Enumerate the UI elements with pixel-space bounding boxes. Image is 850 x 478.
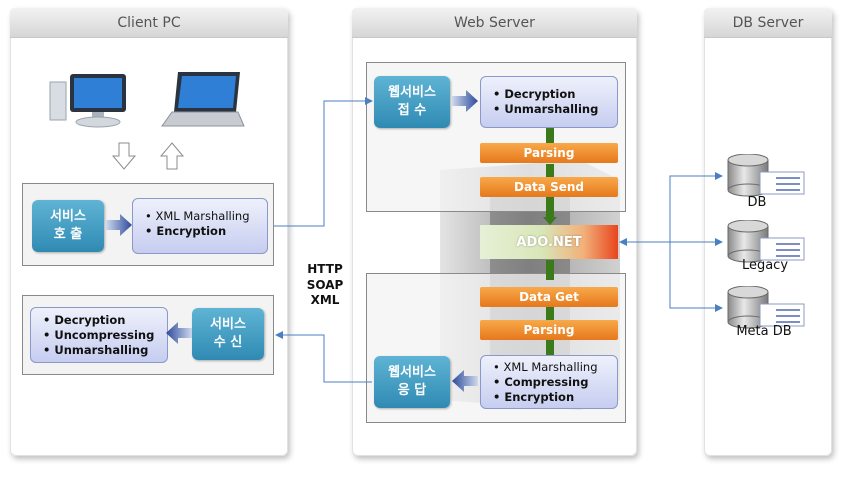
web-server-title: Web Server bbox=[352, 8, 637, 38]
right-arrow-icon bbox=[452, 90, 478, 112]
web-receive-line2: 접 수 bbox=[397, 103, 427, 118]
web-receive-item: Decryption bbox=[493, 87, 609, 102]
flow-arrow-icon bbox=[543, 217, 557, 225]
flow-arrow-icon bbox=[546, 340, 554, 356]
step-data-get: Data Get bbox=[480, 287, 618, 307]
legacy-label: Legacy bbox=[741, 258, 789, 273]
client-receive-item: Uncompressing bbox=[43, 328, 159, 343]
meta-db-label: Meta DB bbox=[736, 324, 792, 339]
response-connector bbox=[275, 331, 372, 383]
web-receive-item: Unmarshalling bbox=[493, 102, 609, 117]
web-respond-line2: 응 답 bbox=[397, 383, 427, 398]
client-receive-item: Decryption bbox=[43, 313, 159, 328]
protocol-xml: XML bbox=[310, 293, 340, 308]
web-respond-list: XML Marshalling Compressing Encryption bbox=[480, 355, 618, 409]
web-service-receive-box: 웹서비스 접 수 bbox=[374, 76, 450, 128]
request-connector bbox=[274, 97, 373, 227]
client-receive-list: Decryption Uncompressing Unmarshalling bbox=[30, 307, 168, 363]
laptop-computer-icon bbox=[161, 72, 245, 127]
web-respond-item: Compressing bbox=[493, 375, 609, 390]
down-arrow-icon bbox=[112, 142, 136, 170]
web-service-respond-box: 웹서비스 응 답 bbox=[374, 356, 450, 408]
web-respond-item: XML Marshalling bbox=[493, 360, 609, 375]
client-pc-title: Client PC bbox=[10, 8, 288, 38]
step-parsing-top: Parsing bbox=[480, 143, 618, 163]
web-receive-line1: 웹서비스 bbox=[388, 85, 436, 101]
left-arrow-icon bbox=[166, 322, 192, 344]
flow-arrow-icon bbox=[546, 128, 554, 144]
protocol-http: HTTP bbox=[307, 262, 343, 276]
web-respond-item: Encryption bbox=[493, 390, 609, 405]
protocol-label: HTTP SOAP XML bbox=[300, 262, 350, 309]
up-arrow-icon bbox=[160, 142, 184, 170]
db-server-title: DB Server bbox=[704, 8, 832, 38]
client-call-item: XML Marshalling bbox=[145, 209, 259, 224]
flow-arrow-icon bbox=[546, 260, 554, 280]
web-respond-line1: 웹서비스 bbox=[388, 365, 436, 381]
step-data-send: Data Send bbox=[480, 177, 618, 197]
client-service-call-box: 서비스 호 출 bbox=[32, 200, 104, 252]
client-call-line1: 서비스 bbox=[50, 209, 86, 225]
client-call-line2: 호 출 bbox=[53, 227, 83, 242]
meta-database-icon bbox=[727, 286, 805, 329]
flow-arrow-icon bbox=[546, 306, 554, 320]
client-call-item: Encryption bbox=[145, 224, 259, 239]
client-receive-item: Unmarshalling bbox=[43, 343, 159, 358]
db-label: DB bbox=[747, 195, 767, 210]
ado-net-box: ADO.NET bbox=[480, 225, 618, 259]
step-parsing-bottom: Parsing bbox=[480, 320, 618, 340]
database-icon bbox=[727, 154, 805, 197]
client-call-list: XML Marshalling Encryption bbox=[132, 198, 268, 254]
left-arrow-icon bbox=[452, 370, 478, 392]
flow-arrow-icon bbox=[546, 164, 554, 178]
flow-arrow-icon bbox=[546, 197, 554, 217]
legacy-database-icon bbox=[727, 220, 805, 263]
client-receive-line1: 서비스 bbox=[210, 317, 246, 333]
protocol-soap: SOAP bbox=[306, 277, 344, 292]
client-receive-line2: 수 신 bbox=[213, 335, 243, 350]
web-receive-list: Decryption Unmarshalling bbox=[480, 76, 618, 128]
right-arrow-icon bbox=[106, 214, 132, 236]
desktop-computer-icon bbox=[49, 74, 126, 128]
client-service-receive-box: 서비스 수 신 bbox=[192, 308, 264, 360]
